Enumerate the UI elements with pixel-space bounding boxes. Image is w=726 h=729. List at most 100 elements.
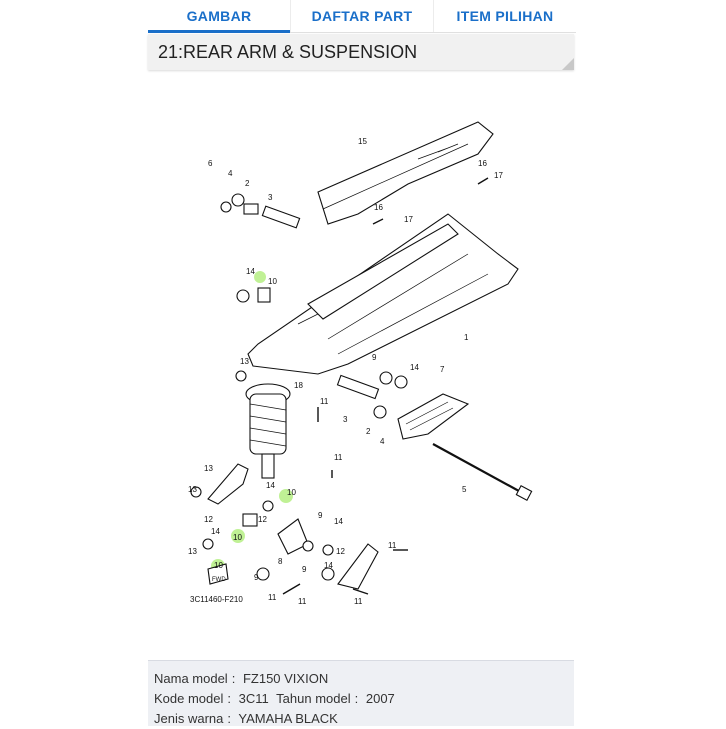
collar-4-lower: [373, 405, 387, 419]
label-9-right: 9: [372, 353, 377, 362]
label-10-bottom: 10: [214, 561, 223, 570]
label-16-top: 16: [478, 159, 487, 168]
label-11-bottom-left: 11: [268, 593, 277, 602]
label-13-left: 13: [204, 464, 213, 473]
code-row: Kode model: 3C11 Tahun model: 2007: [154, 691, 395, 706]
bolt-11-right: [352, 588, 369, 595]
collar-4: [231, 193, 245, 207]
washer-9: [379, 371, 393, 385]
label-14-lower: 14: [324, 561, 333, 570]
label-11-mid: 11: [334, 453, 343, 462]
label-8: 8: [278, 557, 283, 566]
shock-rod: [261, 453, 275, 479]
bush-10-top: [257, 287, 271, 303]
label-14-right: 14: [410, 363, 419, 372]
fwd-arrow-icon: [207, 563, 229, 585]
label-10-top: 10: [268, 277, 277, 286]
label-10-mid: 10: [287, 488, 296, 497]
label-5: 5: [462, 485, 467, 494]
bush-12: [242, 513, 258, 527]
bush-8: [321, 567, 335, 581]
parts-diagram-svg: 15 16 17 16 17 6 4 2 3 14 10 1 13 18 9 1…: [188, 121, 533, 606]
year-label: Tahun model: [276, 691, 351, 706]
model-info-panel: Nama model: FZ150 VIXION Kode model: 3C1…: [148, 660, 574, 726]
code-value: 3C11: [238, 691, 269, 706]
label-13-outer: 13: [188, 485, 197, 494]
label-3-lower: 3: [343, 415, 348, 424]
label-7: 7: [440, 365, 445, 374]
label-18: 18: [294, 381, 303, 390]
label-12-left: 12: [204, 515, 213, 524]
diagram-code: 3C11460-F210: [190, 595, 243, 604]
label-11-bottom-right: 11: [354, 597, 363, 606]
tab-gambar[interactable]: GAMBAR: [148, 0, 291, 33]
label-9-mid: 9: [318, 511, 323, 520]
seal-14: [394, 375, 408, 389]
parts-diagram[interactable]: 15 16 17 16 17 6 4 2 3 14 10 1 13 18 9 1…: [148, 74, 574, 654]
tab-daftar-part[interactable]: DAFTAR PART: [291, 0, 434, 32]
label-17-top: 17: [494, 171, 503, 180]
model-label: Nama model: [154, 671, 228, 686]
axle-nut: [515, 485, 533, 501]
label-9-lower: 9: [302, 565, 307, 574]
washer-13-lower: [202, 538, 214, 550]
washer-6: [220, 201, 232, 213]
label-4-lower: 4: [380, 437, 385, 446]
label-13-top: 13: [240, 357, 249, 366]
tab-item-pilihan[interactable]: ITEM PILIHAN: [456, 8, 554, 24]
bolt-17-mid: [372, 218, 384, 225]
year-value: 2007: [365, 691, 395, 706]
label-12-right: 12: [336, 547, 345, 556]
label-15: 15: [358, 137, 367, 146]
label-1: 1: [464, 333, 469, 342]
label-6: 6: [208, 159, 213, 168]
rear-arm[interactable]: [247, 213, 519, 375]
model-row: Nama model: FZ150 VIXION: [154, 671, 329, 686]
color-row: Jenis warna: YAMAHA BLACK: [154, 711, 338, 726]
label-3-top: 3: [268, 193, 273, 202]
label-11-link: 11: [388, 541, 397, 550]
label-14-left: 14: [211, 527, 220, 536]
highlight-10-lower: [231, 529, 245, 543]
chain-puller: [397, 393, 470, 440]
bolt-11-bottom: [282, 583, 301, 595]
model-value: FZ150 VIXION: [242, 671, 329, 686]
relay-arm-left[interactable]: [207, 463, 249, 505]
chain-case[interactable]: [317, 121, 494, 225]
label-12-mid: 12: [258, 515, 267, 524]
code-label: Kode model: [154, 691, 224, 706]
shaft-3-lower: [336, 374, 380, 400]
label-13-lower: 13: [188, 547, 197, 556]
label-11-bottom: 11: [298, 597, 307, 606]
shaft-3: [261, 205, 301, 229]
label-14-mid: 14: [266, 481, 275, 490]
color-value: YAMAHA BLACK: [238, 711, 338, 726]
fwd-label: FWD: [212, 577, 226, 583]
label-11-upper: 11: [320, 397, 329, 406]
label-14-top: 14: [246, 267, 255, 276]
section-header: 21:REAR ARM & SUSPENSION: [148, 34, 574, 70]
bolt-13-left: [190, 486, 202, 498]
washer-9-lower: [302, 540, 314, 552]
label-10-lower: 10: [233, 533, 242, 542]
highlight-10-mid: [279, 489, 293, 503]
washer-14-top: [236, 289, 250, 303]
label-2-top: 2: [245, 179, 250, 188]
bolt-17-top: [477, 177, 489, 185]
label-2-lower: 2: [366, 427, 371, 436]
axle-shaft: [432, 443, 529, 497]
corner-fold-icon: [562, 58, 574, 70]
washer-14-mid: [262, 500, 274, 512]
relay-arm-right[interactable]: [337, 543, 379, 590]
washer-14-right: [322, 544, 334, 556]
label-9-bottom: 9: [254, 573, 259, 582]
highlight-10-top: [254, 271, 266, 283]
label-14-mid-right: 14: [334, 517, 343, 526]
label-16-mid: 16: [374, 203, 383, 212]
nut-13-top: [235, 370, 247, 382]
bush-9-left: [256, 567, 270, 581]
bush-2: [243, 203, 259, 215]
section-title: 21:REAR ARM & SUSPENSION: [158, 41, 418, 62]
color-label: Jenis warna: [154, 711, 224, 726]
label-4-top: 4: [228, 169, 233, 178]
